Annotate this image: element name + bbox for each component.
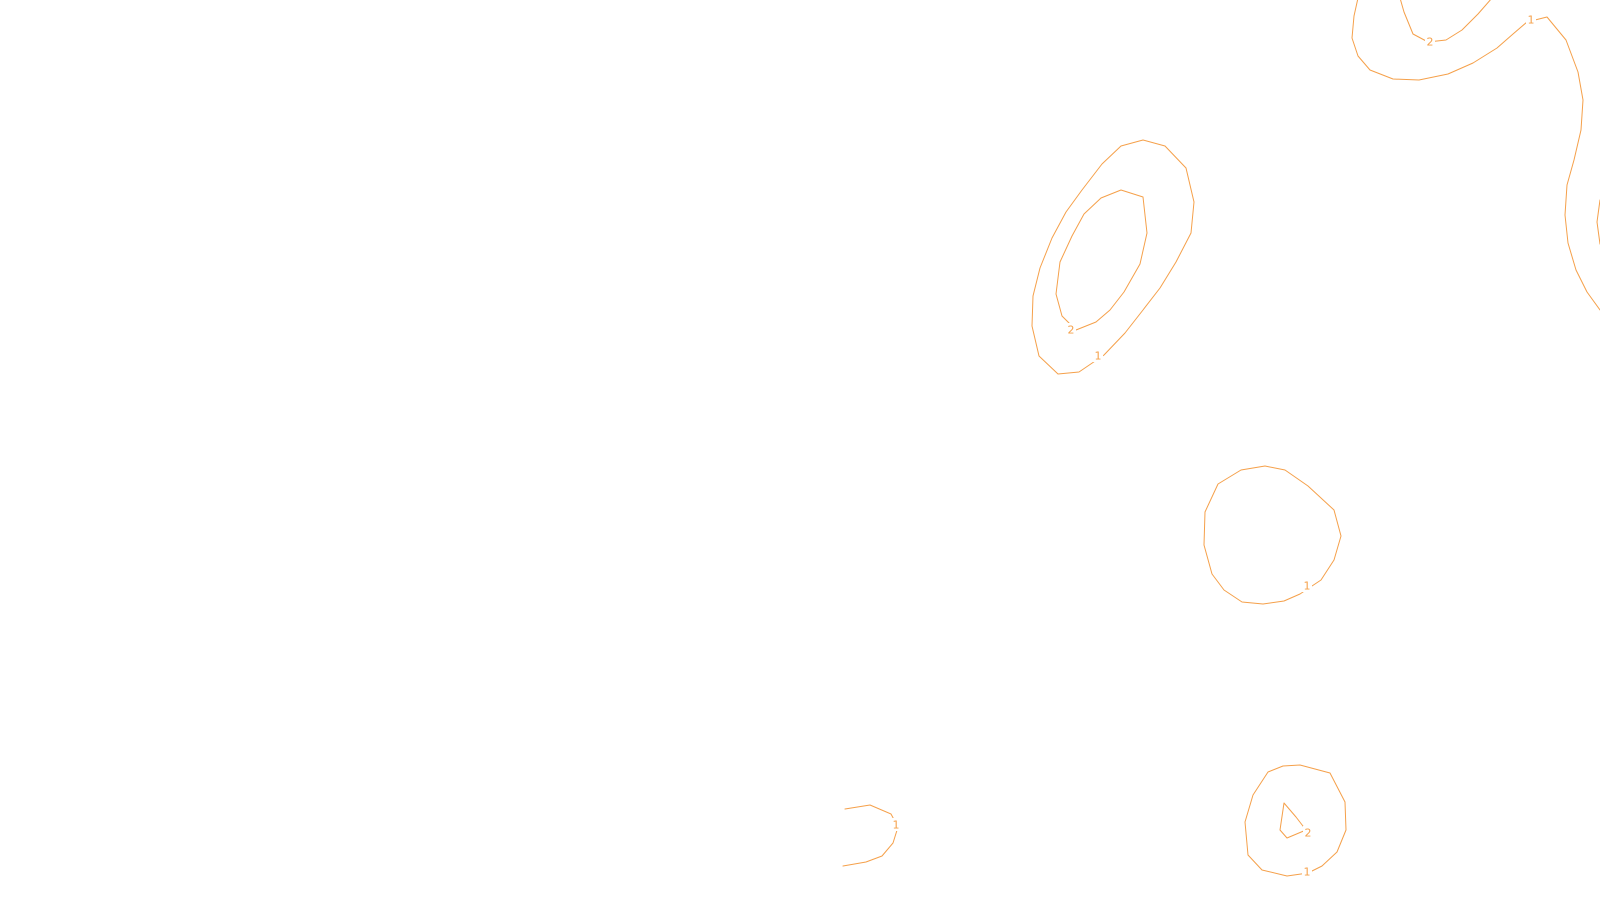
contour-label-text: 1 — [1095, 350, 1102, 363]
contour-label-text: 1 — [893, 819, 900, 832]
contour-label: 1 — [1526, 13, 1536, 27]
contour-label: 1 — [1093, 349, 1103, 363]
contour-label-text: 2 — [1305, 827, 1312, 840]
contour-label-text: 1 — [1304, 866, 1311, 879]
contour-line-ellipse-inner — [1055, 189, 1148, 331]
contour-line-bottom-partial — [842, 804, 899, 867]
contour-line-top-right-inner — [1400, 0, 1491, 43]
contour-label: 1 — [1302, 865, 1312, 879]
contour-line-top-right-outer — [1351, 0, 1600, 311]
contour-label-text: 1 — [1304, 580, 1311, 593]
contour-label-layer: 1 2 2 1 1 1 2 1 — [891, 13, 1536, 879]
contour-label: 2 — [1303, 826, 1313, 840]
contour-line-ellipse-outer — [1031, 139, 1195, 375]
contour-line-bottom-ring-outer — [1244, 764, 1347, 877]
contour-label: 2 — [1066, 323, 1076, 337]
contour-layer — [842, 0, 1600, 877]
contour-line-middle-ring — [1203, 465, 1342, 605]
contour-line-right-edge — [1596, 199, 1600, 245]
contour-line-bottom-ring-inner — [1279, 802, 1307, 839]
contour-label-text: 1 — [1528, 14, 1535, 27]
contour-label: 2 — [1425, 35, 1435, 49]
contour-label: 1 — [1302, 579, 1312, 593]
contour-label-text: 2 — [1427, 36, 1434, 49]
contour-label: 1 — [891, 818, 901, 832]
contour-label-text: 2 — [1068, 324, 1075, 337]
